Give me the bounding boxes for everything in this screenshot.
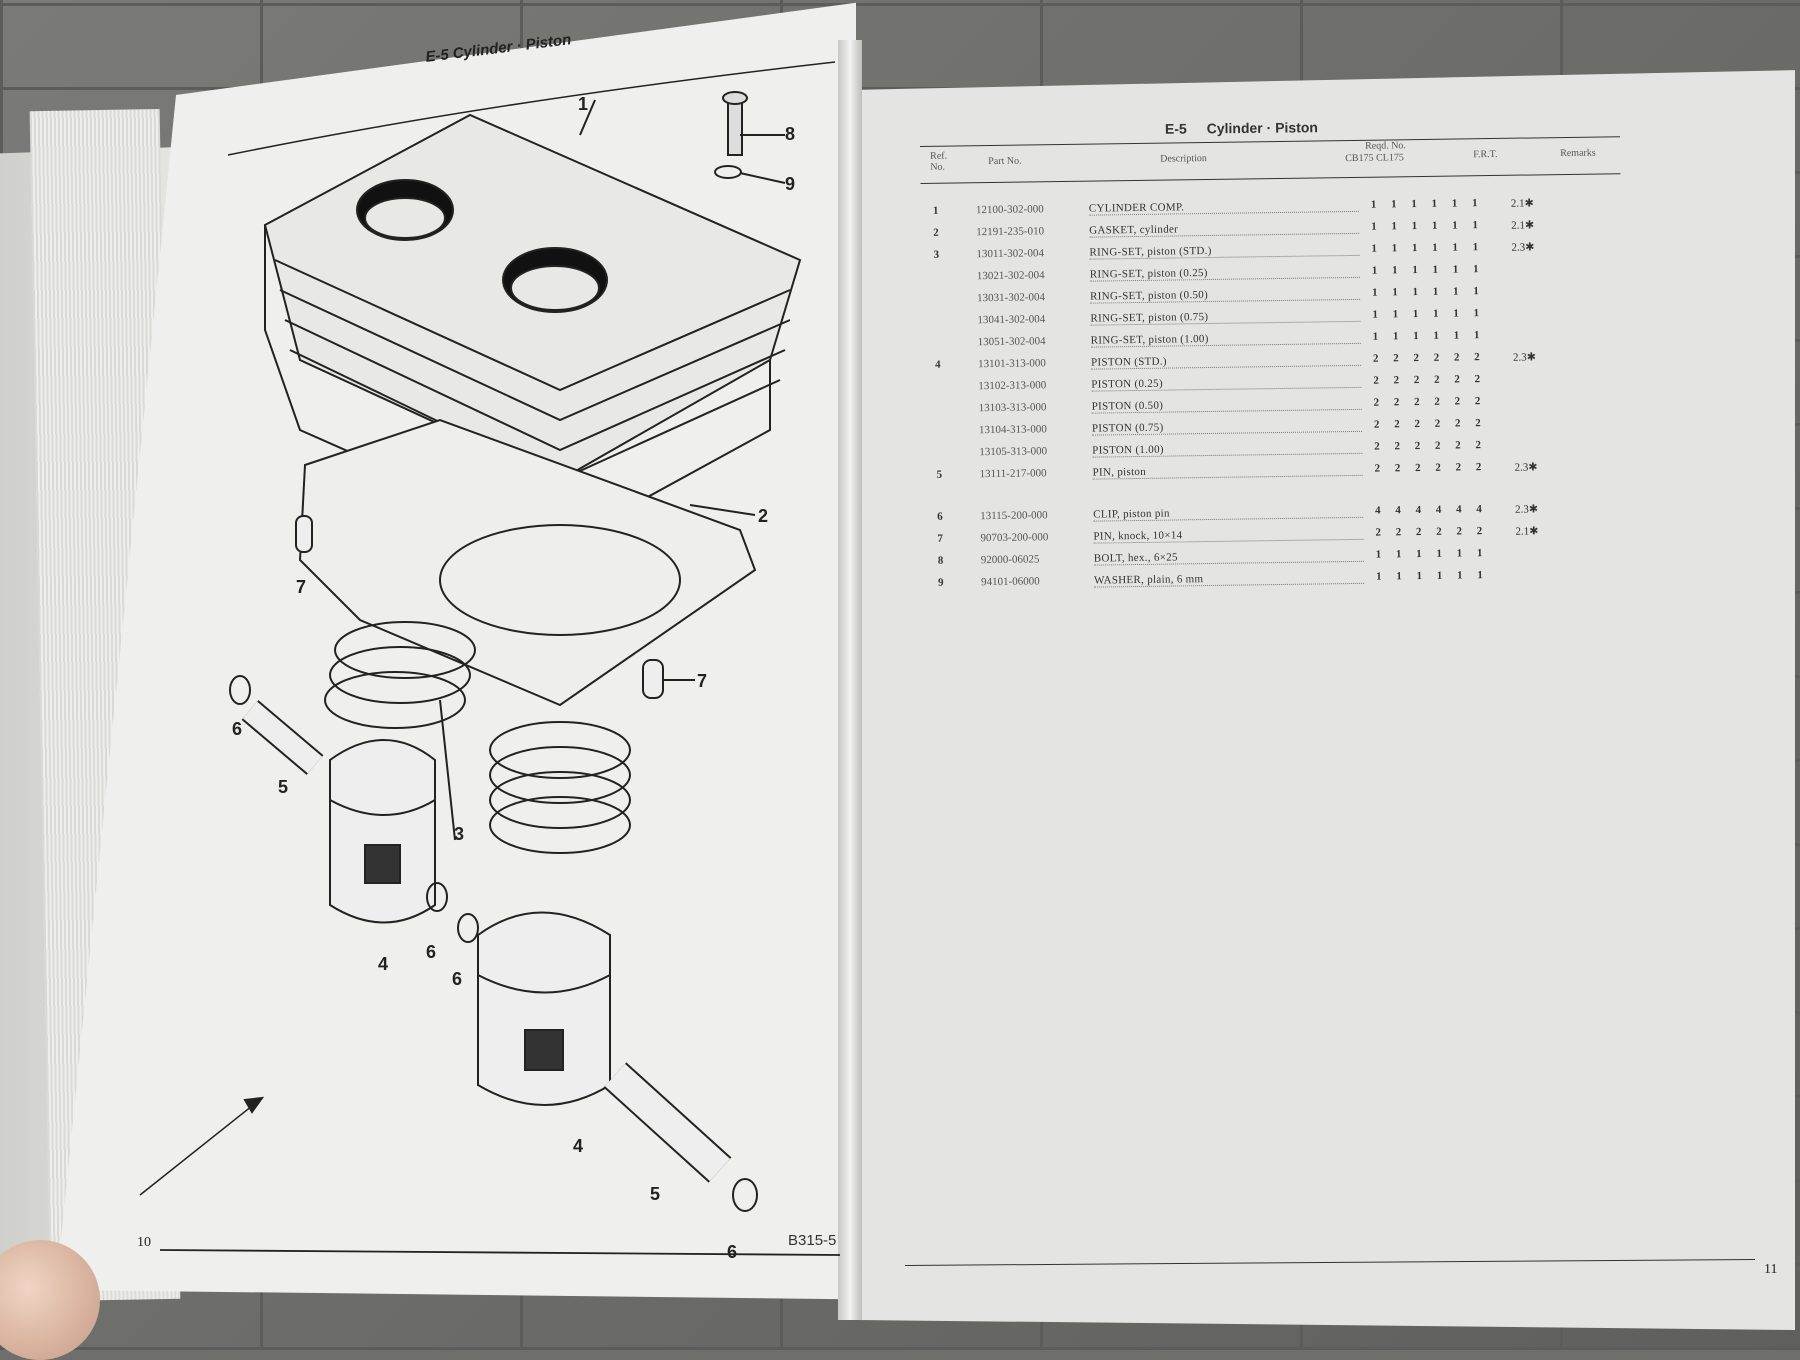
section-title: Cylinder · Piston [1206, 119, 1319, 137]
row-quantity: 2 2 2 2 2 2 [1372, 351, 1486, 365]
row-description: PIN, knock, 10×14 [1093, 529, 1187, 543]
row-quantity: 1 1 1 1 1 1 [1372, 329, 1486, 343]
row-part-no: 92000-06025 [980, 553, 1040, 567]
row-part-no: 13102-313-000 [978, 379, 1047, 393]
row-part-no: 13103-313-000 [978, 401, 1047, 415]
thumb [0, 1240, 100, 1360]
row-frt: 2.1✱ [1511, 219, 1535, 232]
row-quantity: 4 4 4 4 4 4 [1375, 503, 1488, 517]
row-description: BOLT, hex., 6×25 [1093, 551, 1182, 565]
row-quantity: 1 1 1 1 1 1 [1375, 547, 1489, 561]
row-ref: 8 [937, 554, 944, 567]
book-spine [838, 40, 862, 1320]
row-description: CLIP, piston pin [1093, 507, 1174, 521]
parts-table: Ref. No. Part No. Description Reqd. No. … [920, 136, 1626, 596]
header-ref: Ref. No. [930, 150, 948, 173]
header-frt: F.R.T. [1473, 148, 1498, 161]
row-frt: 2.1✱ [1510, 197, 1534, 210]
right-page-title: E-5 Cylinder · Piston [1165, 119, 1318, 137]
row-part-no: 13104-313-000 [978, 423, 1047, 437]
section-code: E-5 [1164, 120, 1187, 137]
row-description: RING-SET, piston (0.75) [1090, 310, 1213, 325]
row-part-no: 13101-313-000 [977, 357, 1046, 371]
row-part-no: 13011-302-004 [976, 247, 1045, 261]
parts-table-body: 1 12100-302-000 CYLINDER COMP. 1 1 1 1 1 1 2… [921, 192, 1626, 596]
row-quantity: 1 1 1 1 1 1 [1370, 197, 1484, 211]
row-frt: 2.1✱ [1515, 525, 1539, 538]
row-quantity: 1 1 1 1 1 1 [1372, 307, 1486, 321]
row-quantity: 1 1 1 1 1 1 [1372, 285, 1485, 299]
header-models: CB175 CL175 [1345, 152, 1404, 165]
row-part-no: 13115-200-000 [980, 509, 1048, 523]
row-description: PISTON (0.75) [1091, 421, 1168, 435]
row-description: RING-SET, piston (1.00) [1090, 332, 1213, 347]
row-description: WASHER, plain, 6 mm [1094, 573, 1208, 587]
row-ref: 1 [932, 204, 939, 217]
row-description: PISTON (0.25) [1091, 377, 1167, 391]
row-description: RING-SET, piston (0.25) [1089, 266, 1212, 281]
row-frt: 2.3✱ [1511, 241, 1535, 254]
left-page-number: 10 [137, 1235, 151, 1250]
row-part-no: 13105-313-000 [979, 445, 1048, 459]
row-quantity: 2 2 2 2 2 2 [1373, 417, 1487, 431]
row-quantity: 2 2 2 2 2 2 [1374, 439, 1488, 453]
row-frt: 2.3✱ [1514, 461, 1538, 474]
row-description: RING-SET, piston (STD.) [1089, 244, 1216, 259]
left-page [56, 0, 856, 1300]
row-quantity: 2 2 2 2 2 2 [1373, 373, 1487, 387]
row-part-no: 13051-302-004 [977, 335, 1046, 349]
right-page [850, 70, 1795, 1330]
row-quantity: 2 2 2 2 2 2 [1375, 525, 1489, 539]
row-description: PISTON (1.00) [1092, 443, 1168, 457]
row-ref: 9 [938, 576, 944, 589]
row-description: CYLINDER COMP. [1088, 201, 1189, 215]
row-quantity: 1 1 1 1 1 1 [1371, 263, 1485, 277]
row-part-no: 12191-235-010 [976, 225, 1045, 239]
row-ref: 4 [934, 358, 941, 371]
row-description: PIN, piston [1092, 465, 1151, 479]
row-ref: 2 [933, 226, 939, 239]
row-part-no: 13021-302-004 [976, 269, 1045, 283]
row-ref: 3 [933, 248, 940, 261]
row-description: RING-SET, piston (0.50) [1090, 288, 1213, 303]
header-part: Part No. [988, 155, 1022, 168]
row-part-no: 12100-302-000 [975, 203, 1044, 217]
figure-code: B315-5 [788, 1232, 837, 1249]
row-quantity: 2 2 2 2 2 2 [1373, 395, 1487, 409]
row-description: GASKET, cylinder [1089, 223, 1183, 237]
row-quantity: 1 1 1 1 1 1 [1371, 219, 1484, 233]
right-page-number: 11 [1764, 1262, 1778, 1277]
row-part-no: 90703-200-000 [980, 531, 1049, 545]
row-part-no: 13041-302-004 [977, 313, 1046, 327]
header-description: Description [1160, 152, 1207, 165]
row-frt: 2.3✱ [1515, 503, 1539, 516]
row-description: PISTON (STD.) [1090, 355, 1171, 369]
row-part-no: 13031-302-004 [977, 291, 1046, 305]
row-part-no: 13111-217-000 [979, 467, 1047, 481]
row-quantity: 1 1 1 1 1 1 [1375, 569, 1489, 583]
row-quantity: 2 2 2 2 2 2 [1374, 461, 1488, 475]
row-ref: 5 [936, 468, 943, 481]
row-quantity: 1 1 1 1 1 1 [1371, 241, 1485, 255]
row-ref: 6 [937, 510, 943, 523]
header-remarks: Remarks [1560, 147, 1596, 160]
header-reqd: Reqd. No. [1364, 140, 1406, 152]
row-frt: 2.3✱ [1512, 351, 1537, 364]
row-part-no: 94101-06000 [981, 575, 1040, 589]
row-ref: 7 [937, 532, 944, 545]
row-description: PISTON (0.50) [1091, 399, 1168, 413]
